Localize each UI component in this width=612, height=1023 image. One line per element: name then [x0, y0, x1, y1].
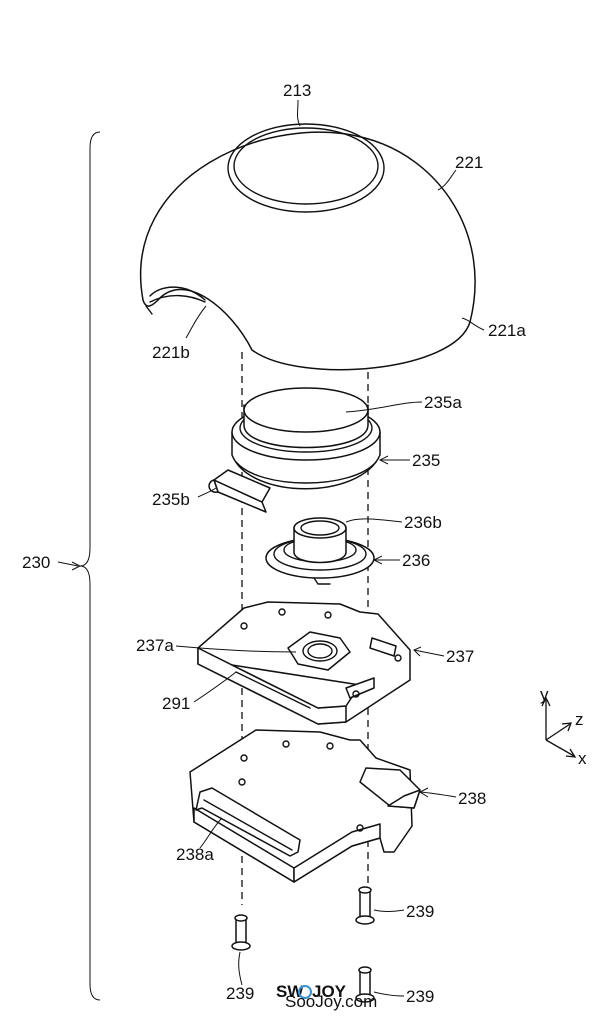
label-235a: 235a	[424, 393, 462, 412]
leader-239-right-lower	[373, 991, 405, 997]
label-221: 221	[455, 153, 483, 172]
label-235: 235	[412, 451, 440, 470]
label-238a: 238a	[176, 845, 214, 864]
leader-235-arrow	[378, 455, 389, 465]
leader-221a	[461, 317, 485, 331]
assembly-brace	[79, 131, 101, 1001]
dome-cover	[140, 123, 476, 371]
button-cap	[231, 387, 381, 490]
label-236: 236	[402, 551, 430, 570]
leader-213	[297, 99, 301, 127]
leader-238	[419, 791, 457, 798]
label-237: 237	[446, 647, 474, 666]
axis-indicator	[541, 696, 577, 758]
circuit-board	[197, 601, 411, 725]
label-239-left-lower: 239	[226, 984, 254, 1003]
axis-y-label: y	[540, 685, 549, 704]
leader-236-arrow	[372, 555, 383, 565]
watermark-site: SooJoy.com	[285, 992, 377, 1011]
base-holder	[189, 729, 421, 883]
label-236b: 236b	[404, 513, 442, 532]
leader-221	[437, 169, 457, 191]
axis-z-label: z	[575, 710, 584, 729]
label-237a: 237a	[136, 636, 174, 655]
leader-221b	[185, 305, 207, 339]
axis-x-label: x	[578, 749, 587, 768]
label-238: 238	[458, 789, 486, 808]
watermark: SW JOY SooJoy.com	[276, 982, 377, 1011]
label-230: 230	[22, 553, 50, 572]
screw-right-lower	[355, 966, 375, 1003]
leader-230	[57, 561, 79, 567]
leader-291	[193, 671, 237, 703]
label-221a: 221a	[488, 321, 526, 340]
leader-238-arrow	[418, 787, 429, 798]
watermark-logo-icon	[298, 985, 312, 999]
leader-235b	[197, 487, 217, 498]
leader-237a	[175, 645, 297, 653]
leader-239-right-upper	[373, 909, 405, 912]
leader-230-arrow	[71, 561, 82, 571]
label-235b: 235b	[152, 490, 190, 509]
screw-right-upper	[355, 886, 375, 925]
leader-237	[413, 649, 445, 657]
leader-238a	[199, 817, 223, 849]
screw-left-lower	[231, 914, 251, 951]
ring-assembly	[265, 517, 375, 585]
leader-239-left-lower	[238, 951, 243, 986]
label-221b: 221b	[152, 343, 190, 362]
leader-235a	[345, 401, 423, 413]
label-239-right-lower: 239	[406, 987, 434, 1006]
label-213: 213	[283, 81, 311, 100]
leader-237-arrow	[413, 646, 422, 657]
label-291: 291	[162, 694, 190, 713]
watermark-brand-part2: JOY	[312, 982, 347, 1001]
label-239-right-upper: 239	[406, 902, 434, 921]
watermark-brand-part1: SW	[276, 982, 304, 1001]
leader-236b	[345, 518, 403, 523]
button-cap-tab	[208, 469, 271, 513]
